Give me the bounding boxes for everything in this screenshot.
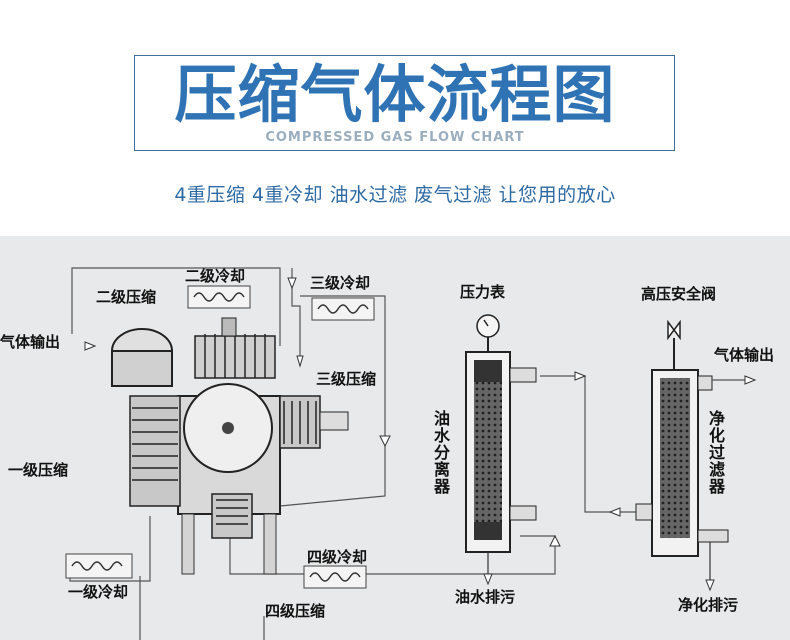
tagline: 4重压缩 4重冷却 油水过滤 废气过滤 让您用的放心	[174, 184, 616, 206]
stage2-cooler-coil	[187, 285, 251, 309]
label-stage4-cool: 四级冷却	[307, 548, 368, 566]
label-stage3-cool: 三级冷却	[310, 274, 371, 292]
purification-filter	[635, 319, 757, 592]
stage1-cooler-coil	[65, 553, 133, 579]
pipe-stage3-out	[279, 295, 386, 507]
pipe-separator-to-filter	[540, 375, 650, 513]
flow-arrows	[84, 277, 621, 547]
label-stage2-cool: 二级冷却	[185, 267, 246, 285]
label-stage1-cool: 一级冷却	[68, 583, 129, 601]
stage4-cooler-coil	[303, 565, 367, 589]
label-pressure-gauge: 压力表	[460, 283, 506, 301]
page-title: 压缩气体流程图	[174, 58, 616, 131]
label-oil-water-separator: 油水分离器	[431, 410, 450, 495]
label-stage1-compress: 一级压缩	[8, 461, 69, 479]
page-subtitle-text: COMPRESSED GAS FLOW CHART	[259, 130, 531, 145]
pipe-stage4-to-separator	[229, 526, 556, 575]
stage3-cooler-coil	[311, 297, 375, 321]
flow-diagram	[65, 267, 757, 640]
label-gas-output-left: 气体输出	[0, 333, 61, 351]
label-stage4-compress: 四级压缩	[265, 602, 326, 620]
label-oil-water-drain: 油水排污	[455, 588, 516, 606]
label-gas-output-right: 气体输出	[714, 346, 775, 364]
label-purification-filter: 净化过滤器	[706, 410, 725, 495]
label-stage3-compress: 三级压缩	[316, 370, 377, 388]
label-hp-safety-valve: 高压安全阀	[641, 285, 717, 303]
oil-water-separator	[465, 314, 537, 586]
page-subtitle: COMPRESSED GAS FLOW CHART	[0, 130, 790, 145]
compressor-unit	[111, 317, 349, 575]
label-purification-drain: 净化排污	[678, 596, 739, 614]
pipe-stage1-to-stage2	[71, 267, 281, 346]
label-stage2-compress: 二级压缩	[96, 288, 157, 306]
